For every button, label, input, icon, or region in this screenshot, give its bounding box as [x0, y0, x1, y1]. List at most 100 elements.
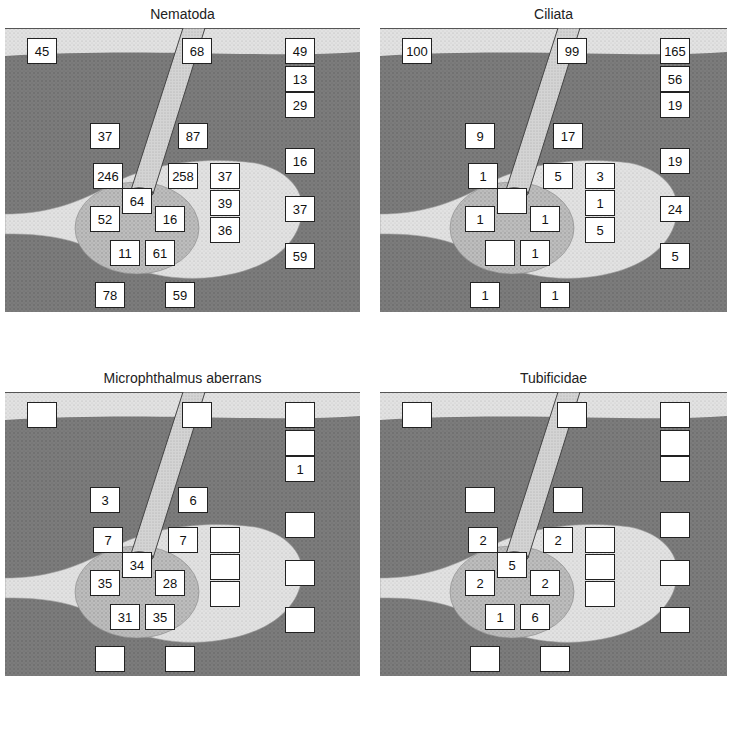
- count-number: 2: [476, 576, 483, 591]
- empty-sample-box: [661, 608, 690, 633]
- count-number: 35: [98, 576, 112, 591]
- count-number: 1: [541, 212, 548, 227]
- count-number: 28: [163, 576, 177, 591]
- count-number: 100: [406, 44, 428, 59]
- count-number: 1: [479, 169, 486, 184]
- count-number: 19: [668, 98, 682, 113]
- count-box: 5: [497, 552, 527, 578]
- count-box: 37: [285, 196, 315, 222]
- empty-sample-box: [96, 647, 125, 672]
- count-box: 52: [90, 206, 120, 232]
- count-box: 56: [660, 66, 690, 92]
- sampling-tube: [131, 28, 205, 194]
- sampling-tube: [506, 28, 580, 194]
- empty-sample-box: [554, 488, 583, 513]
- empty-sample-box: [28, 403, 57, 428]
- inner-burrow: [450, 182, 574, 274]
- count-number: 99: [565, 44, 579, 59]
- count-number: 49: [293, 44, 307, 59]
- count-box: 17: [553, 123, 583, 149]
- count-number: 37: [293, 202, 307, 217]
- empty-sample-box: [211, 555, 240, 580]
- empty-sample-box: [286, 561, 315, 586]
- count-number: 59: [173, 288, 187, 303]
- surface-line: [380, 392, 727, 393]
- count-box: 29: [285, 92, 315, 118]
- count-box: 13: [285, 66, 315, 92]
- count-number: 19: [668, 154, 682, 169]
- count-box: 35: [90, 570, 120, 596]
- count-number: 1: [551, 288, 558, 303]
- empty-sample-box: [211, 528, 240, 553]
- count-number: 35: [153, 610, 167, 625]
- sample-panel: Ciliata100991655619917191531524115111: [380, 28, 727, 312]
- count-box: 3: [585, 163, 615, 189]
- count-number: 61: [153, 246, 167, 261]
- empty-sample-box: [403, 403, 432, 428]
- count-box: 5: [660, 243, 690, 269]
- count-box: 7: [168, 527, 198, 553]
- count-number: 24: [668, 202, 682, 217]
- count-number: 13: [293, 72, 307, 87]
- empty-sample-box: [211, 582, 240, 607]
- empty-sample-box: [541, 647, 570, 672]
- sediment-ground: [5, 28, 360, 312]
- empty-sample-box: [661, 513, 690, 538]
- count-number: 3: [596, 169, 603, 184]
- empty-sample-box: [183, 403, 212, 428]
- count-number: 37: [218, 169, 232, 184]
- count-box: 64: [122, 188, 152, 214]
- count-number: 78: [103, 288, 117, 303]
- count-box: 5: [543, 163, 573, 189]
- count-number: 45: [35, 44, 49, 59]
- empty-sample-box: [498, 189, 527, 214]
- sample-panel: Tubificidae2252216: [380, 392, 727, 676]
- count-number: 5: [671, 249, 678, 264]
- empty-sample-box: [466, 488, 495, 513]
- count-number: 17: [561, 129, 575, 144]
- count-box: 87: [178, 123, 208, 149]
- count-box: 36: [210, 217, 240, 243]
- count-number: 31: [118, 610, 132, 625]
- empty-sample-box: [471, 647, 500, 672]
- count-box: 19: [660, 148, 690, 174]
- empty-sample-box: [166, 647, 195, 672]
- count-box: 31: [110, 604, 140, 630]
- empty-sample-box: [286, 431, 315, 456]
- count-box: 5: [585, 217, 615, 243]
- count-box: 1: [485, 604, 515, 630]
- count-number: 258: [172, 169, 194, 184]
- inner-burrow: [450, 546, 574, 638]
- count-box: 24: [660, 196, 690, 222]
- count-number: 87: [186, 129, 200, 144]
- count-number: 2: [554, 533, 561, 548]
- surface-line: [380, 28, 727, 29]
- count-box: 45: [27, 38, 57, 64]
- empty-sample-box: [558, 403, 587, 428]
- count-number: 36: [218, 223, 232, 238]
- count-number: 16: [293, 154, 307, 169]
- count-box: 37: [90, 123, 120, 149]
- count-box: 35: [145, 604, 175, 630]
- count-box: 3: [90, 487, 120, 513]
- count-box: 1: [465, 206, 495, 232]
- count-box: 2: [465, 570, 495, 596]
- count-box: 6: [520, 604, 550, 630]
- count-number: 6: [189, 493, 196, 508]
- count-number: 68: [190, 44, 204, 59]
- count-number: 52: [98, 212, 112, 227]
- sediment-ground: [5, 392, 360, 676]
- count-box: 1: [520, 240, 550, 266]
- count-box: 6: [178, 487, 208, 513]
- count-number: 3: [101, 493, 108, 508]
- count-box: 2: [468, 527, 498, 553]
- count-box: 99: [557, 38, 587, 64]
- count-number: 1: [531, 246, 538, 261]
- count-number: 64: [130, 194, 144, 209]
- count-number: 1: [596, 196, 603, 211]
- sediment-ground: [380, 392, 727, 676]
- count-box: 19: [660, 92, 690, 118]
- panel-title: Tubificidae: [380, 370, 727, 386]
- count-box: 49: [285, 38, 315, 64]
